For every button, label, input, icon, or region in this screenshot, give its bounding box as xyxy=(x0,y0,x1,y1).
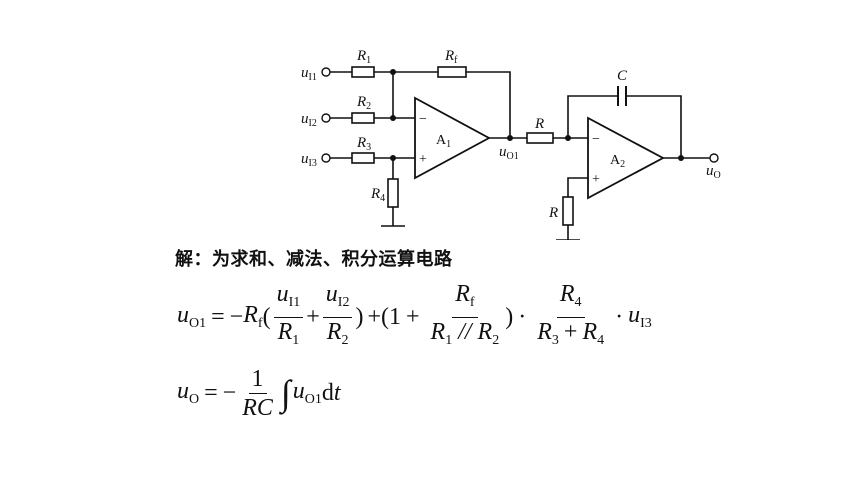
resistor-r3 xyxy=(351,152,375,164)
label-uo1-node: uO1 xyxy=(499,144,519,162)
label-capacitor: C xyxy=(617,68,628,84)
circuit-diagram: uI1 uI2 uI3 R1 Rf R2 R3 R4 R R C A1 A2 −… xyxy=(301,48,721,240)
capacitor-c xyxy=(617,86,627,106)
terminal-input-3 xyxy=(321,153,331,163)
label-input-1: uI1 xyxy=(301,65,317,83)
junction-dot xyxy=(565,135,571,141)
integral-sign: ∫ xyxy=(280,373,291,413)
eq1-plus-one: +(1 xyxy=(367,303,401,330)
junction-dot xyxy=(390,69,396,75)
eq1-frac-divider: R4 R3+R4 xyxy=(537,280,605,348)
eq1-close-paren-2: ) xyxy=(505,303,514,330)
eq1-close-paren: ) xyxy=(355,303,364,330)
junction-dot xyxy=(507,135,513,141)
wire-cap-feedback xyxy=(567,95,682,158)
resistor-r2 xyxy=(351,112,375,124)
label-r3: R3 xyxy=(356,135,371,153)
label-rf: Rf xyxy=(444,48,458,66)
label-r: R xyxy=(534,116,544,132)
eq1-frac-gain: Rf R1//R2 xyxy=(430,280,500,348)
label-r1: R1 xyxy=(356,48,371,66)
eq1-dot: · xyxy=(518,303,527,330)
terminal-input-2 xyxy=(321,113,331,123)
eq1-frac-ui2: uI2 R2 xyxy=(322,280,353,355)
a1-plus-sign: + xyxy=(419,152,427,167)
terminal-output xyxy=(709,153,719,163)
eq2-t: t xyxy=(333,379,341,406)
resistor-r xyxy=(526,132,554,144)
a2-minus-sign: − xyxy=(592,132,600,147)
label-r-ground: R xyxy=(548,205,558,221)
solution-title: 解：为求和、减法、积分运算电路 xyxy=(175,249,453,270)
junction-dot xyxy=(678,155,684,161)
eq1-ui3: uI3 xyxy=(628,302,652,331)
eq1-lhs: uO1 xyxy=(177,302,207,331)
label-a1: A1 xyxy=(436,133,451,150)
label-input-2: uI2 xyxy=(301,111,317,129)
a1-minus-sign: − xyxy=(419,112,427,127)
junction-dot xyxy=(390,155,396,161)
equation-uo1: uO1 = − Rf ( uI1 R1 + uI2 R2 ) +(1 + Rf … xyxy=(177,281,652,348)
eq1-frac-ui1: uI1 R1 xyxy=(273,280,304,355)
resistor-r4 xyxy=(387,178,399,208)
terminal-input-1 xyxy=(321,67,331,77)
label-r4: R4 xyxy=(370,186,385,204)
label-input-3: uI3 xyxy=(301,151,317,169)
eq1-plus-2: + xyxy=(405,303,420,330)
label-a2: A2 xyxy=(610,153,625,170)
label-r2: R2 xyxy=(356,94,371,112)
eq1-equals: = xyxy=(211,303,225,330)
eq2-frac-rc: 1 RC xyxy=(242,365,273,421)
eq1-neg: − xyxy=(229,303,244,330)
eq2-lhs: uO xyxy=(177,378,200,407)
resistor-r-ground xyxy=(562,196,574,226)
junction-dot xyxy=(390,115,396,121)
a2-plus-sign: + xyxy=(592,172,600,187)
eq1-plus: + xyxy=(306,303,320,330)
label-output: uO xyxy=(706,163,721,181)
eq2-integrand: uO1 xyxy=(292,378,322,407)
resistor-r1 xyxy=(351,66,375,78)
eq1-dot-2: · xyxy=(615,303,624,330)
eq2-equals: = xyxy=(204,379,218,406)
eq1-rf: Rf xyxy=(243,302,263,331)
equation-uo: uO = − 1 RC ∫ uO1 d t xyxy=(177,362,341,424)
eq1-open-paren: ( xyxy=(262,303,271,330)
wire-a2-plus xyxy=(567,177,588,240)
eq2-d: d xyxy=(321,379,334,406)
op-amp-a2 xyxy=(587,116,665,200)
resistor-rf xyxy=(437,66,467,78)
op-amp-a1 xyxy=(414,96,491,180)
eq2-neg: − xyxy=(222,379,237,406)
wire-feedback-rf xyxy=(393,71,511,138)
